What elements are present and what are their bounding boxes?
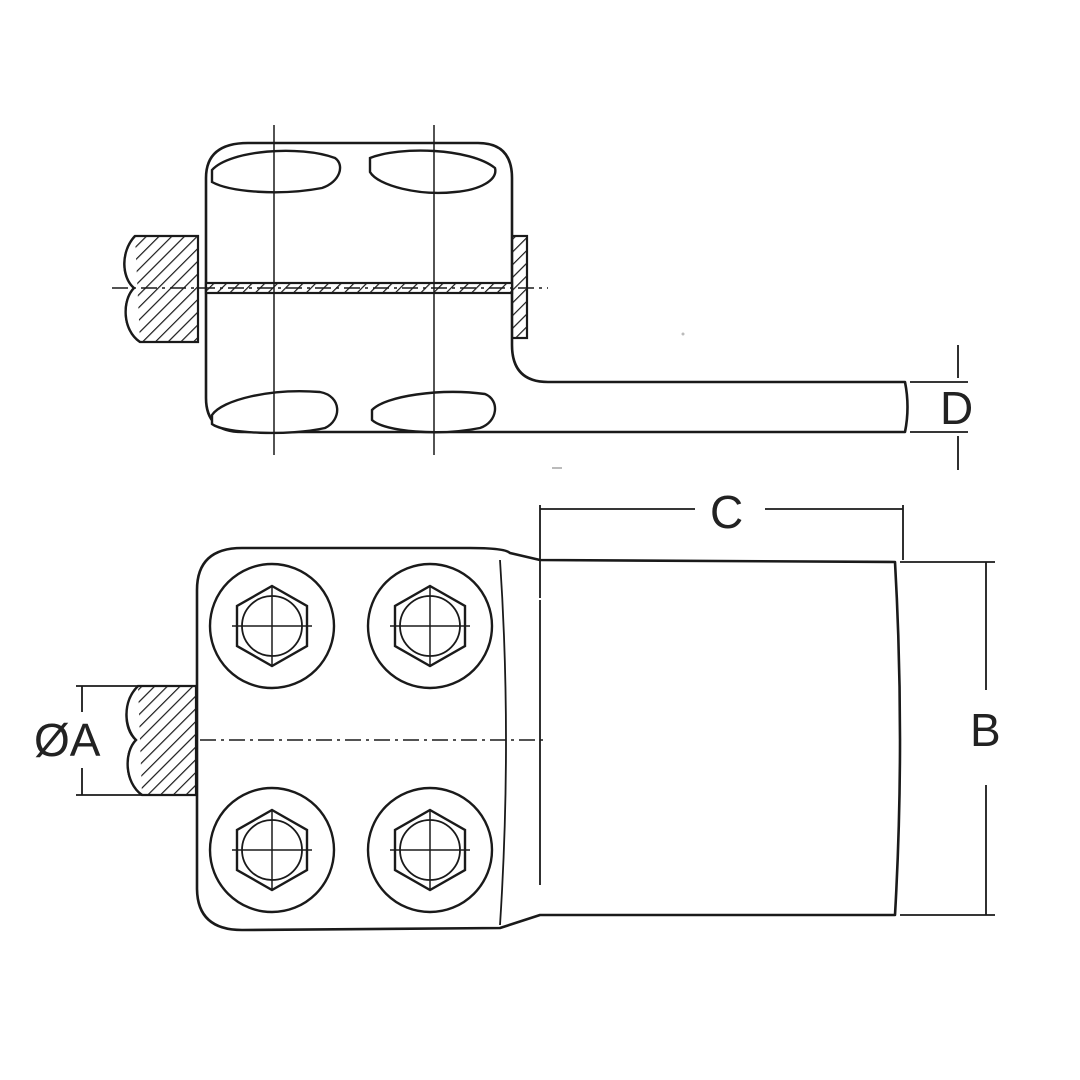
clamp-edge [499, 559, 507, 926]
bolt-top-left [208, 562, 336, 690]
dimension-c [539, 505, 904, 598]
bolt-top-right [366, 562, 494, 690]
dimension-label-a: ØA [34, 714, 101, 766]
scan-speck [681, 332, 685, 336]
bolt-head-oval [368, 149, 497, 194]
dimension-label-c: C [710, 486, 743, 538]
dimension-a [76, 685, 142, 796]
dimension-b [900, 561, 995, 916]
plan-view: ØA C B [34, 486, 1001, 932]
bolt-bottom-right [366, 786, 494, 914]
dimension-d [910, 345, 968, 470]
side-view: D [112, 125, 973, 470]
connector-body-side [204, 141, 909, 434]
dimension-label-d: D [940, 382, 973, 434]
dimension-label-b: B [970, 704, 1001, 756]
bolt-head-oval [210, 149, 342, 194]
bolt-bottom-left [208, 786, 336, 914]
conductor-break-line-plan [125, 685, 143, 796]
